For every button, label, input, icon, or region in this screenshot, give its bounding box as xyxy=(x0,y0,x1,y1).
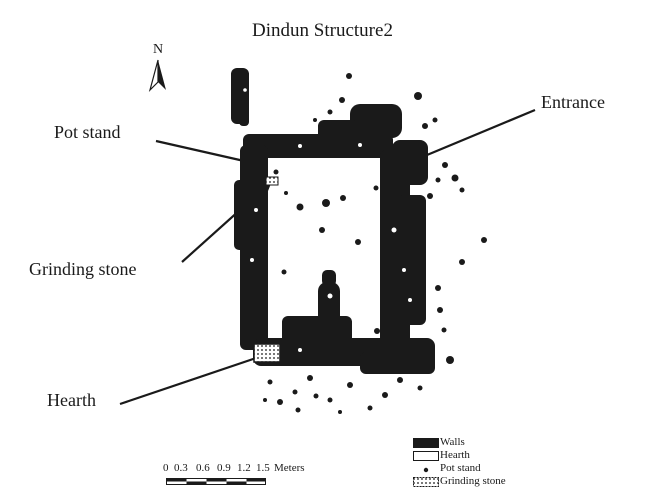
leader-lines xyxy=(119,108,536,406)
wall-texture xyxy=(243,88,412,352)
legend-item-pot-stand: Pot stand xyxy=(412,462,552,477)
scattered-stones xyxy=(263,73,487,414)
legend-item-hearth: Hearth xyxy=(412,449,552,464)
hearth-leader xyxy=(119,353,266,406)
scale-tick-label: 0.9 xyxy=(217,462,231,474)
entrance-leader xyxy=(414,108,536,162)
scale-tick-label: 0.3 xyxy=(174,462,188,474)
north-label: N xyxy=(153,42,164,57)
legend-item-walls: Walls xyxy=(412,436,552,451)
north-arrow-icon xyxy=(148,59,166,92)
hearth-callout: Hearth xyxy=(47,390,96,410)
scale-bar-graphic xyxy=(166,478,266,485)
scale-tick-label: 1.2 xyxy=(237,462,251,474)
walls xyxy=(231,68,435,374)
hearth-feature xyxy=(253,343,281,363)
legend-label: Grinding stone xyxy=(440,475,506,487)
walls-symbol xyxy=(413,438,439,448)
scale-bar: 0 0.3 0.6 0.9 1.2 1.5 Meters xyxy=(163,462,323,492)
scale-tick-label: 1.5 xyxy=(256,462,270,474)
grinding-stone-feature xyxy=(265,176,279,186)
entrance-callout: Entrance xyxy=(541,92,605,112)
scale-unit-label: Meters xyxy=(274,462,305,474)
scale-tick-label: 0 xyxy=(163,462,169,474)
hearth-symbol xyxy=(413,451,439,461)
legend-label: Walls xyxy=(440,436,465,448)
legend: Walls Hearth Pot stand Grinding stone xyxy=(412,436,552,499)
pot-stand-leader xyxy=(155,139,254,165)
pot-stand-callout: Pot stand xyxy=(54,122,121,142)
pot-stand-symbol xyxy=(423,467,429,473)
map-title: Dindun Structure2 xyxy=(252,20,393,41)
grinding-stone-symbol xyxy=(413,477,439,487)
legend-label: Pot stand xyxy=(440,462,481,474)
legend-label: Hearth xyxy=(440,449,470,461)
pot-stand-feature xyxy=(273,169,279,175)
scale-tick-label: 0.6 xyxy=(196,462,210,474)
legend-item-grinding-stone: Grinding stone xyxy=(412,475,552,490)
grinding-stone-callout: Grinding stone xyxy=(29,259,137,279)
